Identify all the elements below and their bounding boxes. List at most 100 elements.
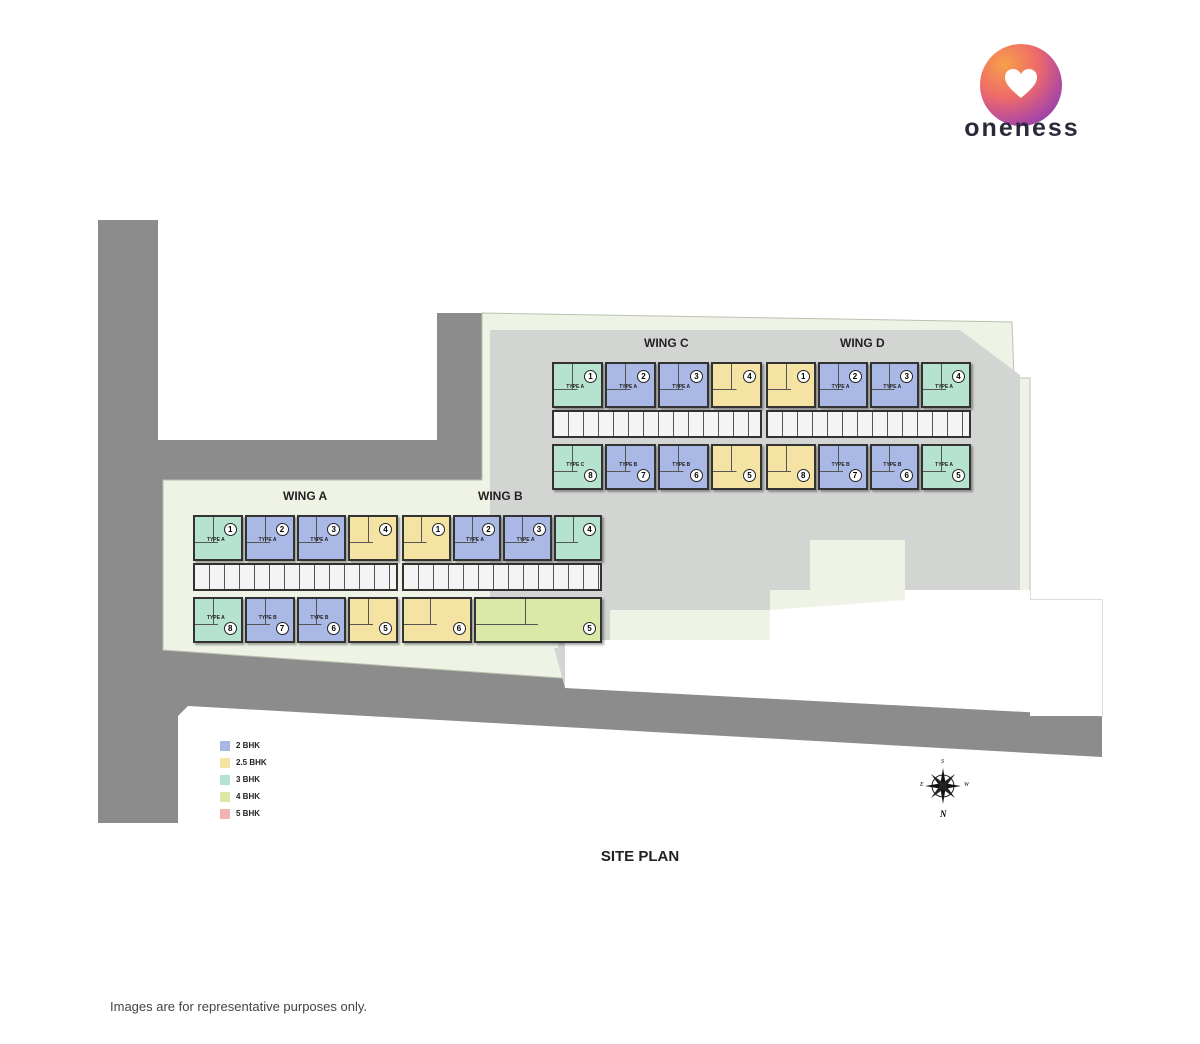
- unit-row-bottom: 8 TYPE A 7 TYPE B 6 TYPE B 5: [193, 597, 398, 643]
- unit-4[interactable]: 4 TYPE A: [921, 362, 971, 408]
- legend-item: 5 BHK: [220, 805, 267, 822]
- legend-label: 2 BHK: [236, 741, 261, 750]
- unit-number: 5: [952, 469, 965, 482]
- unit-2[interactable]: 2 TYPE A: [605, 362, 656, 408]
- wing-label: WING D: [840, 336, 885, 350]
- unit-row-top: 1 2 TYPE A 3 TYPE A 4 TYPE A: [766, 362, 971, 408]
- unit-number: 1: [431, 523, 445, 536]
- wing-c: WING C 1 TYPE A 2 TYPE A 3 TYPE A 4 8 TY…: [552, 336, 762, 490]
- unit-type: TYPE A: [566, 384, 585, 390]
- unit-8[interactable]: 8: [766, 444, 816, 490]
- unit-number: 5: [583, 622, 596, 635]
- unit-7[interactable]: 7 TYPE B: [605, 444, 656, 490]
- compass-left: E: [920, 782, 924, 788]
- unit-type: TYPE B: [258, 615, 277, 621]
- corridor: [552, 410, 762, 438]
- unit-4[interactable]: 4: [553, 515, 602, 561]
- wing-b: WING B 1 2 TYPE A 3 TYPE A 4 6 5: [402, 489, 602, 643]
- unit-number: 1: [796, 370, 810, 383]
- unit-8[interactable]: 8 TYPE A: [193, 597, 243, 643]
- white-ground: [565, 590, 1102, 716]
- unit-7[interactable]: 7 TYPE B: [244, 597, 295, 643]
- unit-6[interactable]: 6 TYPE B: [296, 597, 347, 643]
- unit-6[interactable]: 6: [402, 597, 472, 643]
- unit-7[interactable]: 7 TYPE B: [817, 444, 868, 490]
- unit-3[interactable]: 3 TYPE A: [296, 515, 347, 561]
- compass-bottom: N: [940, 809, 947, 819]
- unit-type: TYPE A: [310, 537, 329, 543]
- unit-1[interactable]: 1: [402, 515, 451, 561]
- unit-number: 1: [223, 523, 237, 536]
- unit-row-bottom: 8 TYPE C 7 TYPE B 6 TYPE B 5: [552, 444, 762, 490]
- unit-6[interactable]: 6 TYPE B: [869, 444, 920, 490]
- compass-rose: S E W N: [918, 759, 969, 819]
- corridor: [402, 563, 602, 591]
- unit-type: TYPE A: [935, 384, 954, 390]
- unit-number: 3: [900, 370, 914, 383]
- unit-number: 7: [848, 469, 862, 482]
- unit-5[interactable]: 5 TYPE A: [921, 444, 971, 490]
- unit-type: TYPE A: [619, 384, 638, 390]
- unit-3[interactable]: 3 TYPE A: [503, 515, 552, 561]
- legend-item: 3 BHK: [220, 771, 267, 788]
- legend-label: 5 BHK: [236, 809, 261, 818]
- unit-4[interactable]: 4: [711, 362, 762, 408]
- unit-2[interactable]: 2 TYPE A: [817, 362, 868, 408]
- unit-number: 6: [900, 469, 914, 482]
- unit-type: TYPE C: [566, 462, 585, 468]
- road: [98, 220, 1102, 823]
- heart-icon: [1005, 69, 1037, 98]
- unit-1[interactable]: 1 TYPE A: [193, 515, 243, 561]
- unit-3[interactable]: 3 TYPE A: [869, 362, 920, 408]
- unit-5[interactable]: 5: [711, 444, 762, 490]
- unit-number: 1: [584, 370, 597, 383]
- wing-a: WING A 1 TYPE A 2 TYPE A 3 TYPE A 4 8 TY…: [193, 489, 398, 643]
- legend-swatch: [220, 808, 230, 819]
- legend-label: 3 BHK: [236, 775, 261, 784]
- wing-d: WING D 1 2 TYPE A 3 TYPE A 4 TYPE A 8 7 …: [766, 336, 971, 490]
- unit-type: TYPE B: [672, 462, 691, 468]
- unit-type: TYPE A: [935, 462, 954, 468]
- unit-1[interactable]: 1: [766, 362, 816, 408]
- unit-2[interactable]: 2 TYPE A: [452, 515, 501, 561]
- wing-label: WING B: [478, 489, 523, 503]
- unit-3[interactable]: 3 TYPE A: [658, 362, 709, 408]
- unit-number: 7: [275, 622, 289, 635]
- unit-1[interactable]: 1 TYPE A: [552, 362, 603, 408]
- compass-right: W: [964, 782, 969, 788]
- unit-row-top: 1 TYPE A 2 TYPE A 3 TYPE A 4: [193, 515, 398, 561]
- unit-number: 8: [796, 469, 810, 482]
- unit-number: 4: [379, 523, 392, 536]
- unit-number: 3: [532, 523, 546, 536]
- unit-number: 3: [690, 370, 703, 383]
- unit-number: 4: [583, 523, 596, 536]
- unit-number: 6: [452, 622, 466, 635]
- wing-label: WING A: [283, 489, 328, 503]
- unit-row-top: 1 TYPE A 2 TYPE A 3 TYPE A 4: [552, 362, 762, 408]
- legend-item: 4 BHK: [220, 788, 267, 805]
- unit-2[interactable]: 2 TYPE A: [244, 515, 295, 561]
- plot-left-strip: [178, 640, 558, 648]
- unit-8[interactable]: 8 TYPE C: [552, 444, 603, 490]
- legend-swatch: [220, 757, 230, 768]
- unit-type: TYPE B: [619, 462, 638, 468]
- unit-row-bottom: 8 7 TYPE B 6 TYPE B 5 TYPE A: [766, 444, 971, 490]
- legend-swatch: [220, 791, 230, 802]
- unit-5[interactable]: 5: [348, 597, 398, 643]
- unit-4[interactable]: 4: [348, 515, 398, 561]
- corridor: [766, 410, 971, 438]
- unit-number: 2: [482, 523, 495, 536]
- legend-swatch: [220, 740, 230, 751]
- unit-5[interactable]: 5: [473, 597, 602, 643]
- unit-6[interactable]: 6 TYPE B: [658, 444, 709, 490]
- unit-row-top: 1 2 TYPE A 3 TYPE A 4: [402, 515, 602, 561]
- unit-row-bottom: 6 5: [402, 597, 602, 643]
- unit-type: TYPE B: [310, 615, 329, 621]
- brand-logo: [980, 44, 1062, 126]
- unit-type: TYPE A: [258, 537, 277, 543]
- unit-type: TYPE A: [516, 537, 535, 543]
- unit-number: 5: [379, 622, 392, 635]
- unit-number: 8: [584, 469, 597, 482]
- unit-number: 6: [690, 469, 703, 482]
- unit-number: 6: [327, 622, 341, 635]
